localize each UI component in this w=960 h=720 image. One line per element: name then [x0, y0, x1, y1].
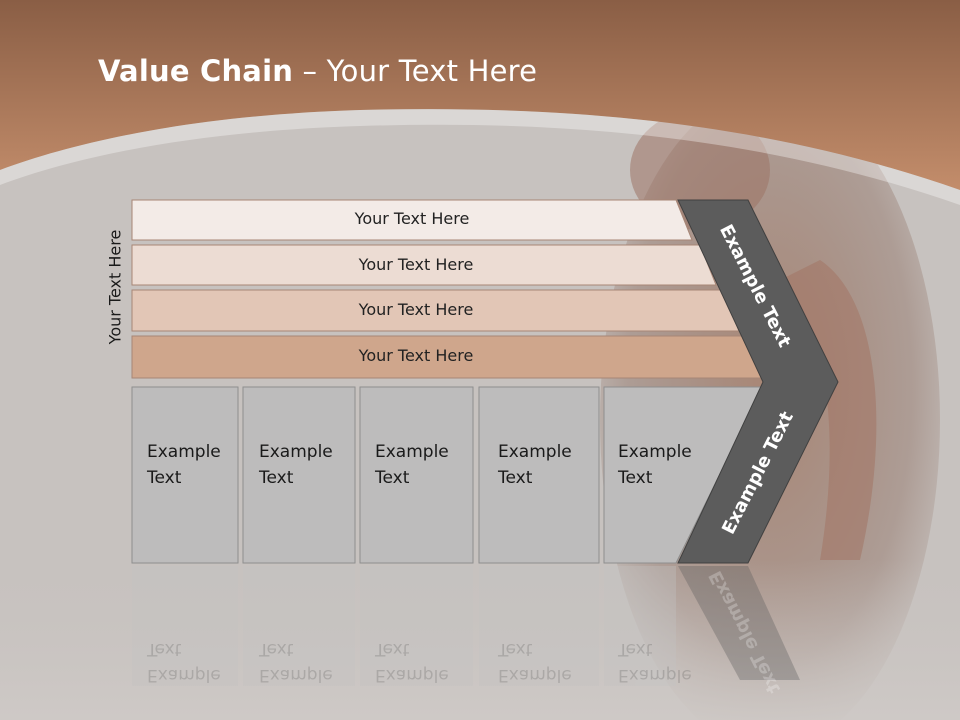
- column-1-line2: Text: [147, 468, 182, 488]
- column-5: [603, 386, 764, 564]
- column-1: [131, 386, 239, 564]
- column-2-line2: Text: [259, 468, 294, 488]
- column-3-line1: Example: [375, 442, 449, 462]
- header-band: [0, 0, 960, 190]
- column-1-line1: Example: [147, 442, 221, 462]
- column-4-line2: Text: [498, 468, 533, 488]
- bar-1-label: Your Text Here: [354, 209, 470, 228]
- bar-3-label: Your Text Here: [358, 300, 474, 319]
- side-label: Your Text Here: [105, 229, 125, 345]
- bar-1: [131, 199, 693, 241]
- bar-2-label: Your Text Here: [358, 255, 474, 274]
- slide-title: Value Chain – Your Text Here: [98, 54, 537, 88]
- column-2-line1: Example: [259, 442, 333, 462]
- title-bold: Value Chain: [98, 54, 294, 88]
- bar-4-label: Your Text Here: [358, 346, 474, 365]
- column-2: [242, 386, 356, 564]
- column-3: [359, 386, 474, 564]
- title-rest: – Your Text Here: [293, 54, 538, 88]
- column-3-line2: Text: [375, 468, 410, 488]
- column-5-line1: Example: [618, 442, 692, 462]
- bar-2: [131, 244, 717, 286]
- column-4: [478, 386, 600, 564]
- column-5-line2: Text: [618, 468, 653, 488]
- chevron-arrow: [677, 199, 839, 564]
- column-4-line1: Example: [498, 442, 572, 462]
